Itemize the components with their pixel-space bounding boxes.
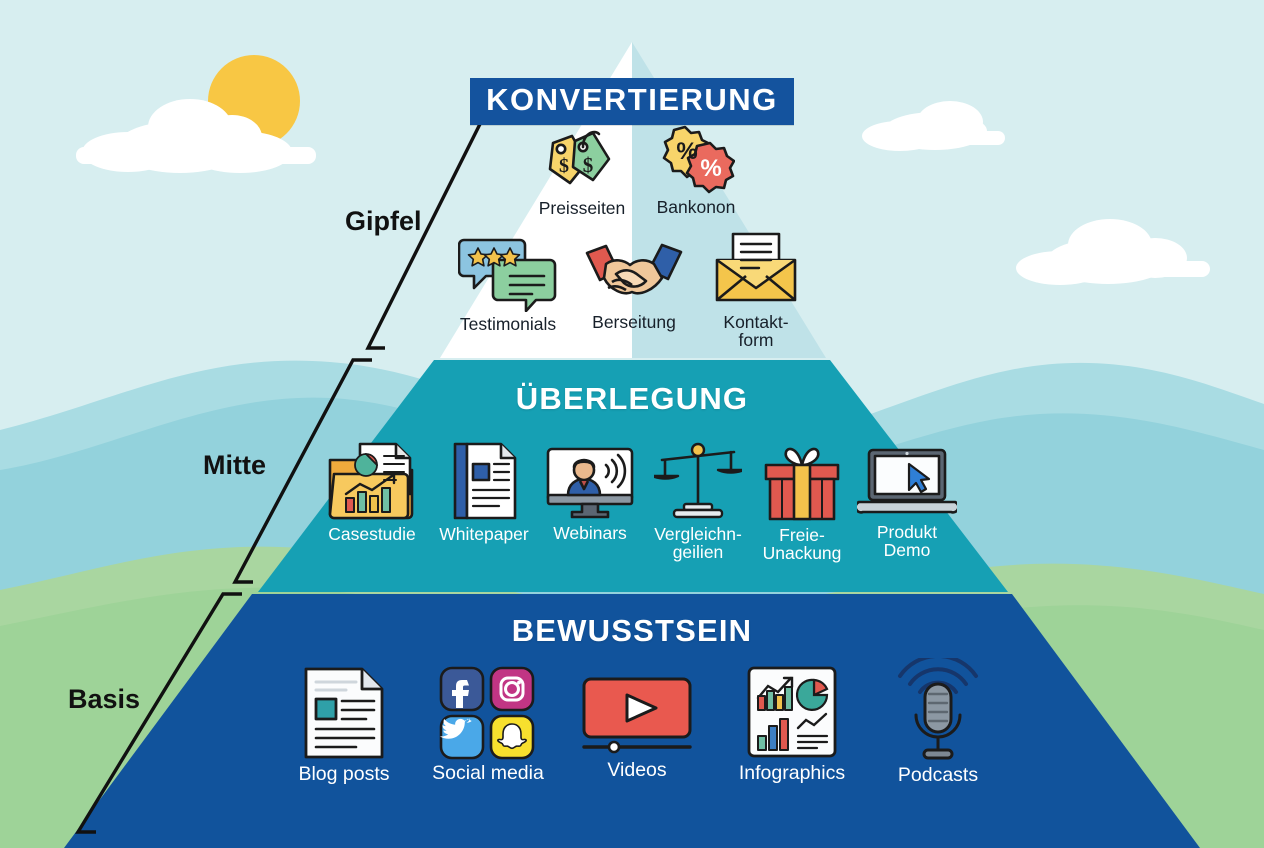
webinar-monitor-icon [546,447,634,519]
svg-text:%: % [700,155,721,182]
item-caption: Berseitung [592,312,676,332]
scales-balance-icon [654,442,742,519]
leader-bracket-mitte [232,358,372,584]
item-caption: Kontakt- form [723,312,789,351]
cloud-icon [76,99,316,173]
envelope-letter-icon [715,232,797,302]
side-label-mitte: Mitte [203,450,266,480]
item-kontaktform[interactable]: Kontakt- form [700,230,812,349]
infographic-charts-icon [747,666,837,758]
tier-heading-konvertierung-banner: KONVERTIERUNG [470,78,794,125]
item-caption: Infographics [738,762,846,784]
price-tags-icon: $ $ [548,130,611,185]
side-label-basis: Basis [68,684,141,714]
item-preisseiten[interactable]: $ $ Preisseiten [512,120,652,217]
item-caption: Podcasts [897,764,979,786]
item-caption: Freie- Unackung [762,525,842,564]
item-podcasts[interactable]: Podcasts [886,658,990,785]
item-whitepaper[interactable]: Whitepaper [432,440,536,543]
item-caption: Social media [432,762,544,784]
item-produkt-demo[interactable]: Produkt Demo [855,444,959,559]
item-social-media[interactable]: Social media [421,664,555,783]
review-chat-bubbles-icon [458,238,557,312]
article-document-icon [304,667,384,759]
item-caption: Blog posts [298,763,390,785]
item-webinars[interactable]: Webinars [538,443,642,542]
item-caption: Testimonials [459,314,557,334]
cloud-icon [1016,219,1210,285]
tier-heading-konvertierung: KONVERTIERUNG [0,78,1264,125]
tier-heading-bewusstsein: BEWUSSTSEIN [511,613,753,648]
svg-text:$: $ [559,155,569,177]
gift-box-icon [764,447,840,521]
social-app-tiles-icon [439,666,535,760]
item-caption: Webinars [553,523,627,543]
item-freie-unackung[interactable]: Freie- Unackung [752,443,852,562]
item-caption: Produkt Demo [876,522,938,561]
item-caption: Casestudie [328,524,416,544]
video-player-icon [582,677,692,754]
discount-badges-icon: % % [662,125,735,194]
item-vergleichn-geilien[interactable]: Vergleichn- geilien [645,438,751,561]
document-page-icon [453,442,517,520]
item-caption: Preisseiten [538,198,626,218]
svg-text:%: % [676,138,697,165]
microphone-icon [898,658,978,760]
side-label-gipfel: Gipfel [345,206,422,236]
tier-heading-ueberlegung: ÜBERLEGUNG [515,381,749,416]
handshake-icon [585,243,683,295]
item-videos[interactable]: Videos [578,675,696,780]
item-bankonon[interactable]: % % Bankonon [632,123,760,216]
item-testimonials[interactable]: Testimonials [442,232,574,333]
folder-chart-icon [328,442,414,520]
laptop-cursor-icon [857,448,957,514]
item-berseitung[interactable]: Berseitung [572,238,696,331]
cloud-icon [862,101,1005,151]
leader-bracket-basis [74,592,242,834]
item-caption: Bankonon [656,197,736,217]
item-caption: Vergleichn- geilien [654,524,742,563]
item-infographics[interactable]: Infographics [728,664,856,783]
item-caption: Whitepaper [439,524,529,544]
item-casestudie[interactable]: Casestudie [316,440,428,543]
item-caption: Videos [607,759,667,781]
item-blog-posts[interactable]: Blog posts [283,665,405,784]
svg-text:$: $ [583,153,594,177]
